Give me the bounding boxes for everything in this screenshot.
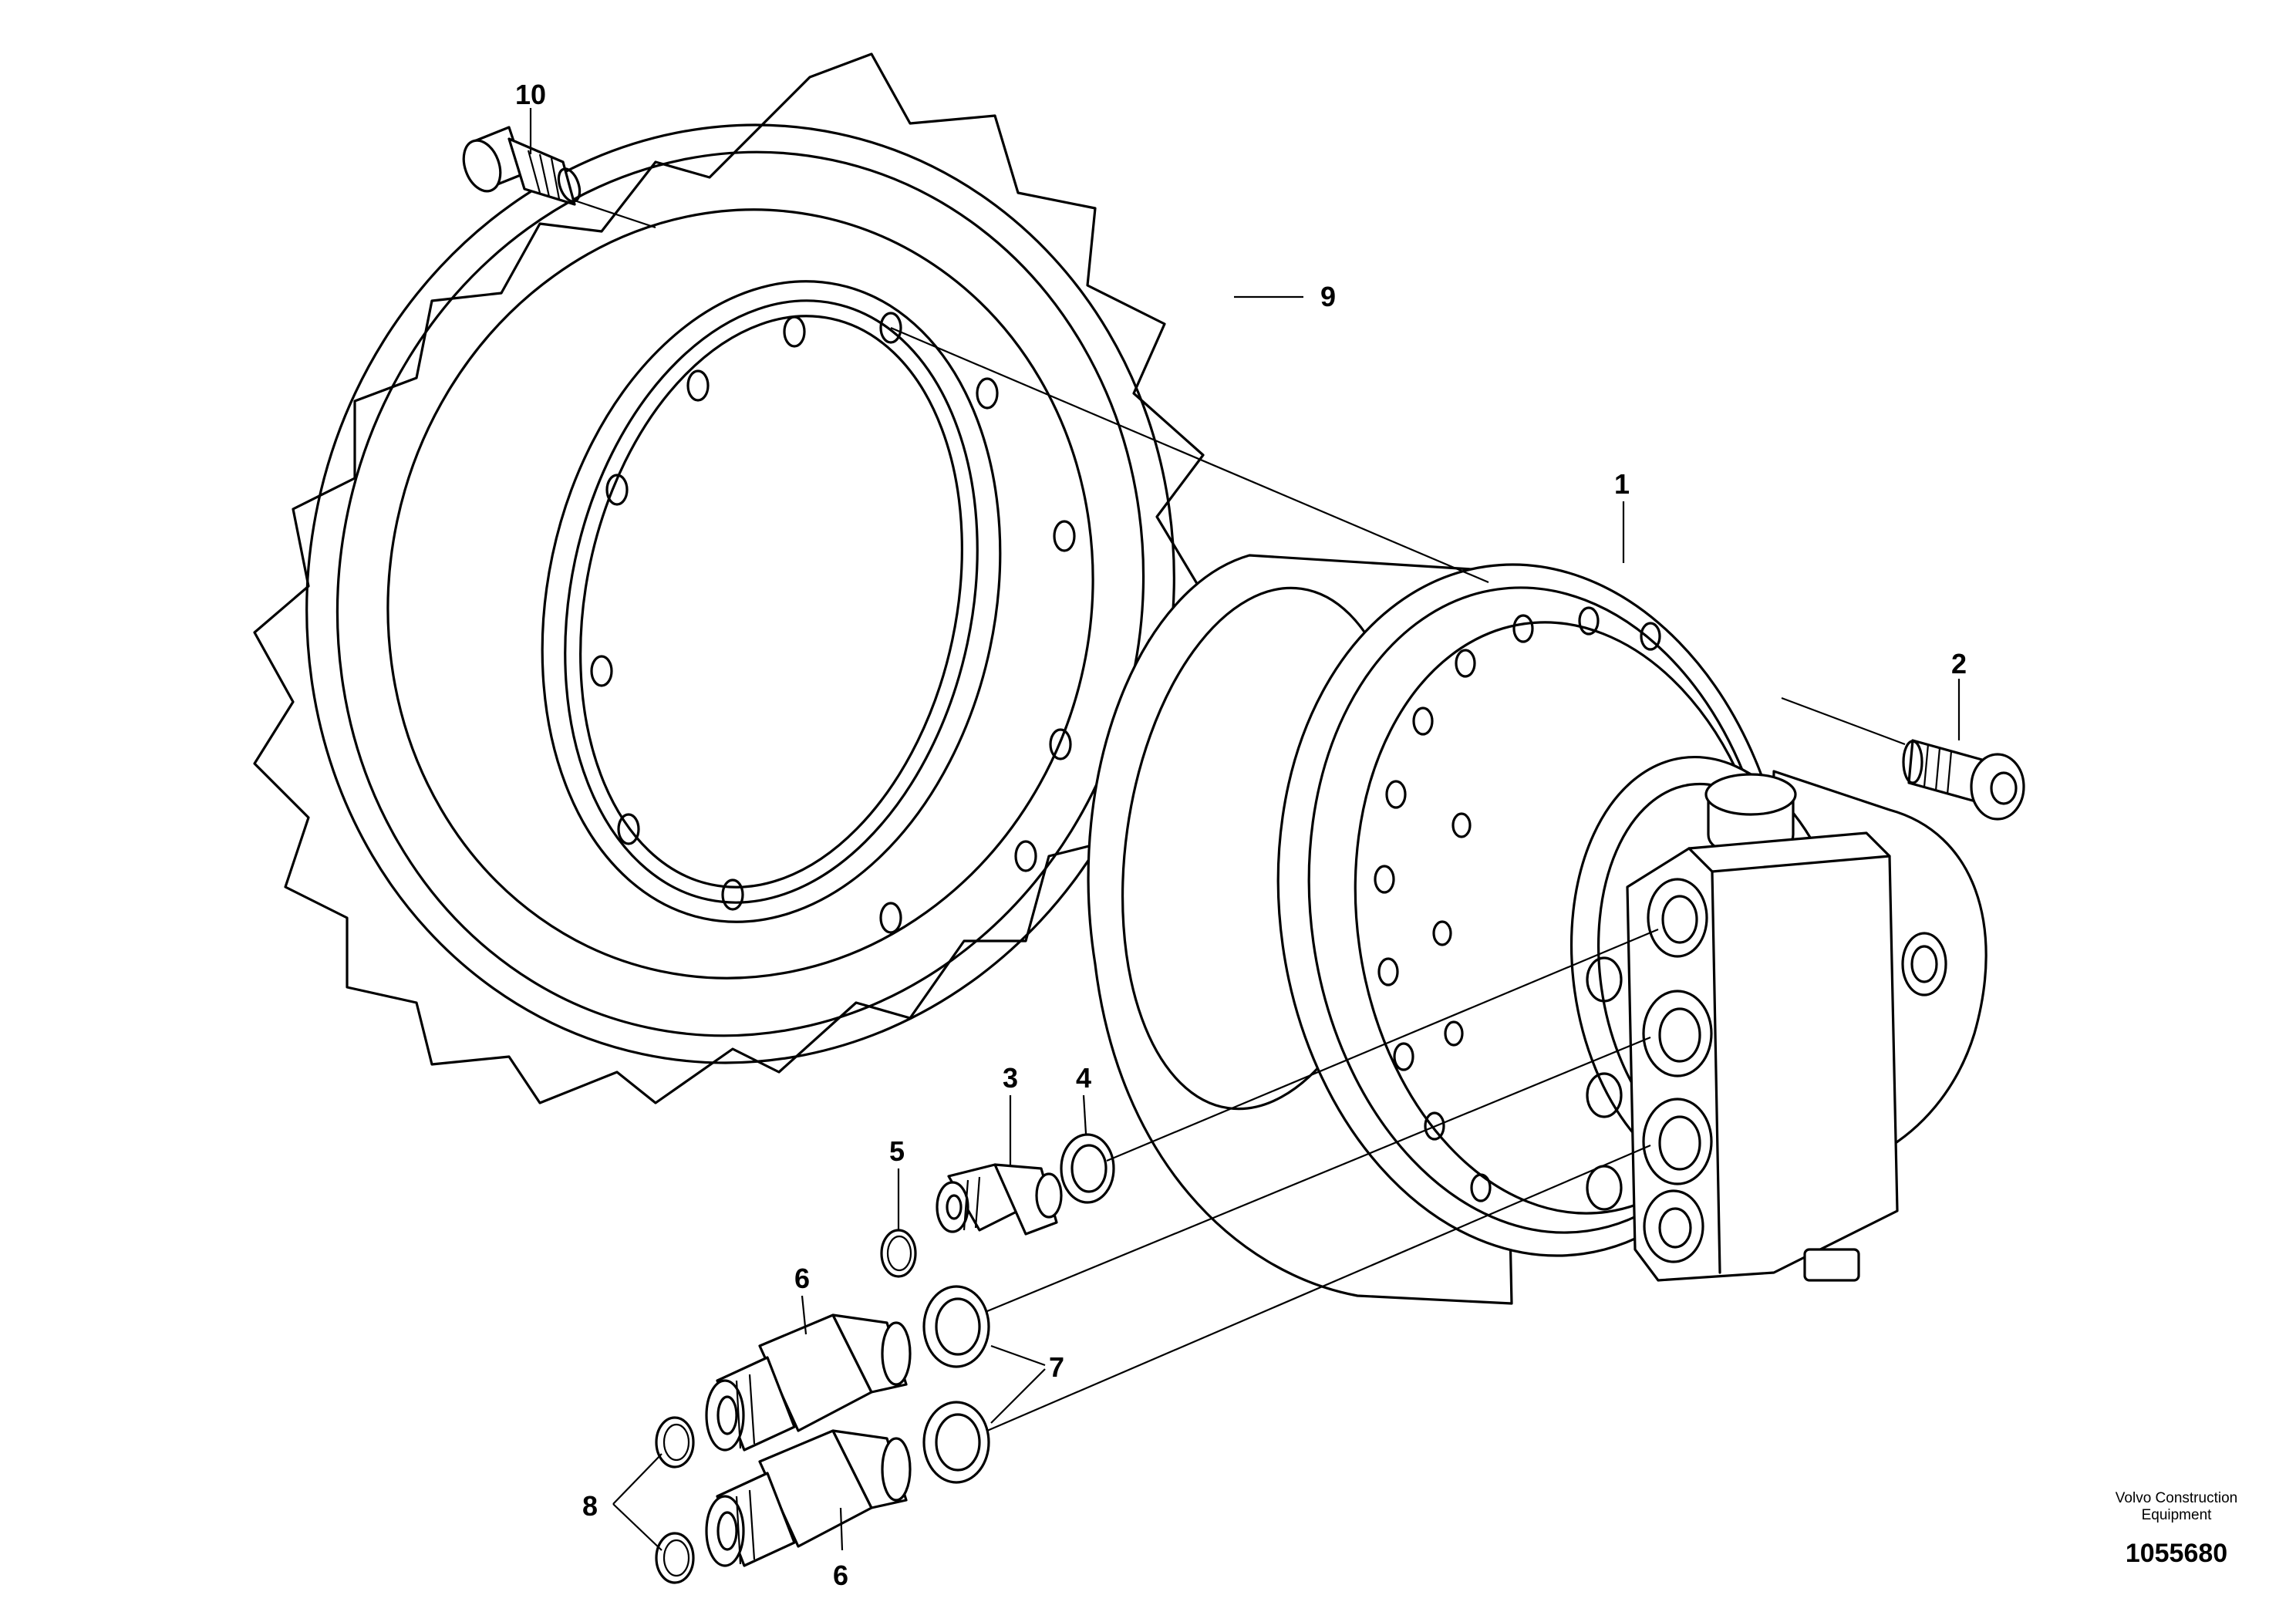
- credit-line-1: Volvo Construction: [2116, 1490, 2237, 1506]
- o-ring-8-lower: [655, 1532, 695, 1584]
- callout-leaders: [529, 108, 1961, 1551]
- hub-bolt: [1902, 739, 2025, 821]
- callout-6-lower: 6: [833, 1560, 848, 1591]
- callout-2: 2: [1951, 648, 1967, 679]
- o-ring-8-upper: [655, 1416, 695, 1469]
- fitting-upper: [705, 1313, 912, 1452]
- seal-ring-4: [1060, 1133, 1115, 1204]
- callout-7: 7: [1049, 1351, 1064, 1383]
- assembly-lines: [574, 199, 1906, 1432]
- callout-5: 5: [889, 1135, 905, 1167]
- seal-ring-7-upper: [922, 1285, 990, 1368]
- credit-line-2: Equipment: [2142, 1507, 2213, 1523]
- callout-6-upper: 6: [794, 1263, 810, 1294]
- callout-9: 9: [1320, 281, 1336, 312]
- fitting-lower: [705, 1429, 912, 1567]
- adapter-fitting: [936, 1163, 1063, 1236]
- o-ring-5: [880, 1229, 917, 1278]
- sprocket-bolt: [462, 126, 582, 206]
- callout-1: 1: [1614, 468, 1630, 500]
- seal-ring-7-lower: [922, 1401, 990, 1484]
- sprocket: [253, 52, 1205, 1104]
- callout-10: 10: [515, 79, 546, 110]
- callout-3: 3: [1003, 1062, 1018, 1094]
- callout-4: 4: [1076, 1062, 1091, 1094]
- document-number: 1055680: [2126, 1539, 2227, 1568]
- callout-8: 8: [582, 1490, 598, 1522]
- travel-motor-final-drive: [1087, 554, 1988, 1305]
